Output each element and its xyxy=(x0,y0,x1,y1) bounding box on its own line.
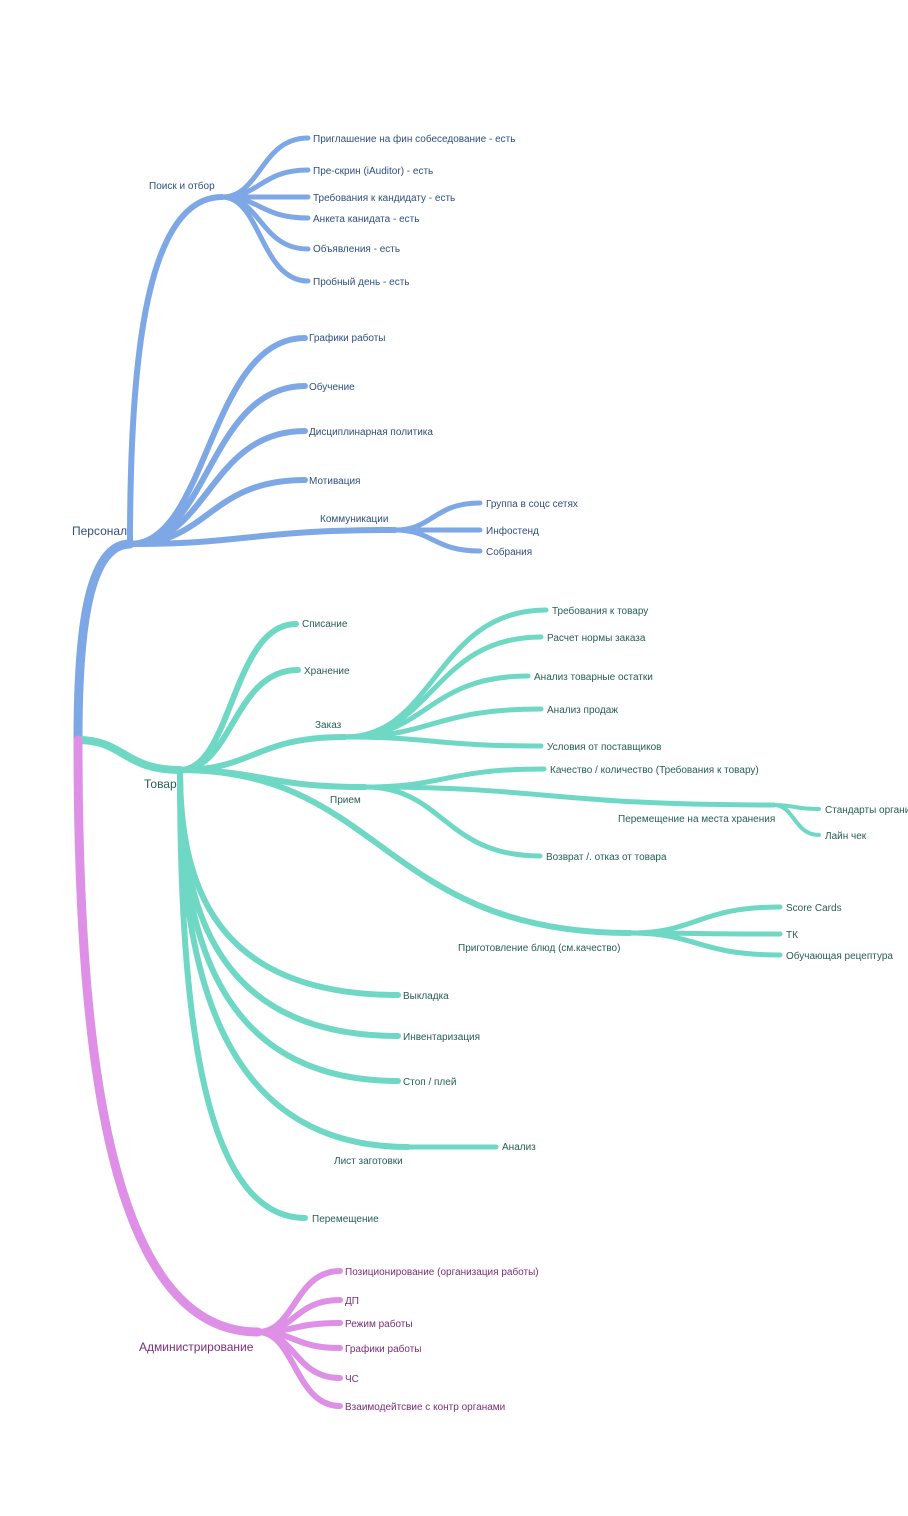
personnel-branch-line xyxy=(127,335,308,547)
search-label[interactable]: Поиск и отбор xyxy=(149,180,215,192)
admin-branch-line xyxy=(255,1329,343,1409)
personnel-branch-line xyxy=(127,527,398,547)
admin-item[interactable]: Позиционирование (организация работы) xyxy=(345,1266,539,1278)
goods-branch-line xyxy=(74,736,184,774)
goods-branch-line xyxy=(627,904,783,936)
search-item[interactable]: Приглашение на фин собеседование - есть xyxy=(313,133,515,145)
admin-item[interactable]: Режим работы xyxy=(345,1318,413,1330)
receipt-label[interactable]: Прием xyxy=(330,795,361,806)
admin-item[interactable]: ЧС xyxy=(345,1374,359,1385)
cooking-label[interactable]: Приготовление блюд (см.качество) xyxy=(458,942,620,954)
cooking-item[interactable]: ТК xyxy=(786,930,798,941)
goods-display[interactable]: Выкладка xyxy=(403,991,449,1002)
comm-item[interactable]: Группа в соцс сетях xyxy=(486,499,578,510)
personnel-branch-line xyxy=(392,500,483,533)
search-item[interactable]: Объявления - есть xyxy=(313,243,400,255)
goods-writeoff[interactable]: Списание xyxy=(302,619,348,630)
goods-branch-line xyxy=(177,767,308,1221)
branch-lines xyxy=(73,135,821,1409)
admin-item[interactable]: Графики работы xyxy=(345,1343,422,1355)
move-storage-item[interactable]: Лайн чек xyxy=(825,831,867,842)
goods-branch-line xyxy=(627,930,783,958)
order-label[interactable]: Заказ xyxy=(315,720,342,731)
receipt-quality[interactable]: Качество / количество (Требования к това… xyxy=(550,764,759,776)
goods-branch-line xyxy=(342,734,544,749)
personnel-branch-line xyxy=(73,539,135,745)
move-storage-label[interactable]: Перемещение на места хранения xyxy=(618,814,775,825)
goods-storage[interactable]: Хранение xyxy=(304,666,350,677)
comm-label[interactable]: Коммуникации xyxy=(320,514,388,525)
goods-transfer[interactable]: Перемещение xyxy=(312,1214,379,1225)
order-item[interactable]: Условия от поставщиков xyxy=(547,742,661,753)
order-item[interactable]: Требования к товару xyxy=(552,605,648,617)
comm-item[interactable]: Инфостенд xyxy=(486,525,539,537)
goods-branch-line xyxy=(177,767,633,936)
goods-branch-line xyxy=(772,803,821,837)
comm-item[interactable]: Собрания xyxy=(486,546,532,558)
search-item[interactable]: Анкета канидата - есть xyxy=(313,214,419,225)
receipt-return[interactable]: Возврат /. отказ от товара xyxy=(546,852,667,863)
goods-branch-line xyxy=(177,667,301,773)
order-item[interactable]: Расчет нормы заказа xyxy=(547,633,646,644)
cooking-item[interactable]: Score Cards xyxy=(786,903,842,914)
personnel-branch-line xyxy=(219,194,311,284)
admin-item[interactable]: Взаимодейтсвие с контр органами xyxy=(345,1402,505,1413)
personnel-item[interactable]: Дисциплинарная политика xyxy=(309,427,433,438)
order-item[interactable]: Анализ товарные остатки xyxy=(534,672,653,683)
goods-branch-line xyxy=(362,784,543,859)
goods-label[interactable]: Товар xyxy=(144,777,177,791)
admin-item[interactable]: ДП xyxy=(345,1296,359,1307)
personnel-branch-line xyxy=(127,383,308,547)
goods-inventory[interactable]: Инвентаризация xyxy=(403,1032,480,1043)
goods-stop-play[interactable]: Стоп / плей xyxy=(403,1077,456,1088)
move-storage-item[interactable]: Стандарты органи xyxy=(825,805,908,816)
personnel-item[interactable]: Графики работы xyxy=(309,332,386,344)
personnel-branch-line xyxy=(392,527,483,554)
personnel-branch-line xyxy=(219,135,311,200)
admin-branch-line xyxy=(73,735,263,1337)
admin-label[interactable]: Администрирование xyxy=(139,1340,254,1354)
search-item[interactable]: Пробный день - есть xyxy=(313,276,409,288)
order-item[interactable]: Анализ продаж xyxy=(547,705,618,716)
personnel-item[interactable]: Мотивация xyxy=(309,476,360,487)
search-item[interactable]: Пре-скрин (iAuditor) - есть xyxy=(313,166,433,177)
personnel-item[interactable]: Обучение xyxy=(309,381,355,393)
prep-sheet-label[interactable]: Лист заготовки xyxy=(334,1156,403,1167)
cooking-item[interactable]: Обучающая рецептура xyxy=(786,950,893,962)
prep-sheet-analysis[interactable]: Анализ xyxy=(502,1142,536,1153)
goods-branch-line xyxy=(362,784,777,808)
personnel-label[interactable]: Персонал xyxy=(72,524,127,538)
personnel-branch-line xyxy=(127,194,225,547)
goods-branch-line xyxy=(362,766,547,790)
goods-branch-line xyxy=(177,767,401,998)
goods-branch-line xyxy=(177,767,411,1150)
search-item[interactable]: Требования к кандидату - есть xyxy=(313,192,455,204)
